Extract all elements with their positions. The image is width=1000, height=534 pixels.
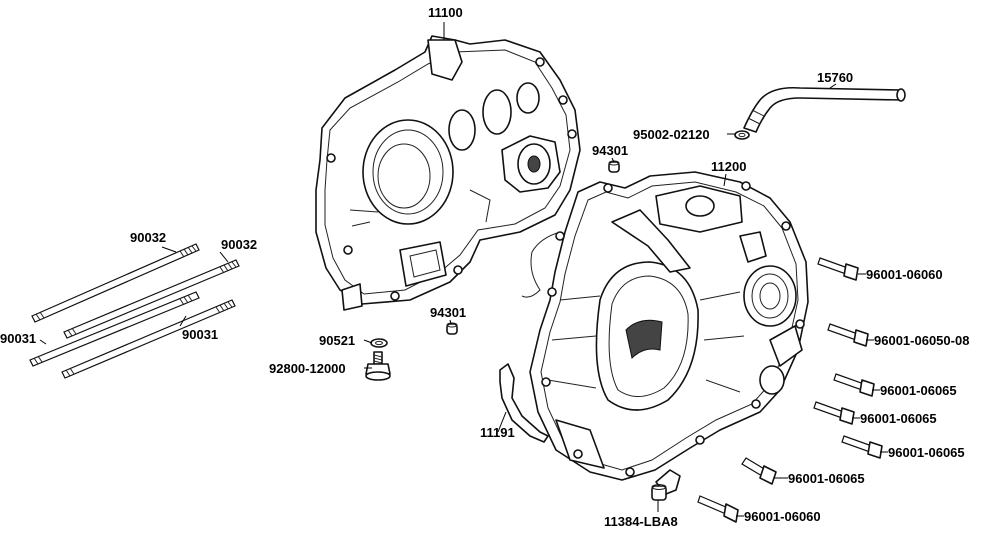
clip-icon (734, 130, 750, 140)
label-15760: 15760 (817, 70, 853, 85)
label-11100: 11100 (428, 5, 463, 20)
stud-bolt-icon (31, 243, 200, 323)
label-11191: 11191 (480, 425, 515, 440)
dowel-pin-icon (446, 322, 458, 335)
label-bolt-4: 96001-06065 (860, 411, 937, 426)
label-94301-upper: 94301 (592, 143, 628, 158)
label-bolt-3: 96001-06065 (880, 383, 957, 398)
breather-hose-icon (743, 86, 906, 133)
cable-guide-icon (651, 469, 681, 501)
label-bolt-2: 96001-06050-08 (874, 333, 969, 348)
flange-bolt-icon (833, 373, 875, 397)
label-90031-right: 90031 (182, 327, 218, 342)
label-11200: 11200 (711, 159, 746, 174)
dowel-pin-icon (608, 160, 620, 173)
drain-plug-icon (365, 351, 391, 381)
label-90521: 90521 (319, 333, 355, 348)
label-95002-02120: 95002-02120 (633, 127, 710, 142)
flange-bolt-icon (817, 257, 859, 281)
flange-bolt-icon (813, 401, 855, 425)
label-90031-left: 90031 (0, 331, 36, 346)
stud-bolt-icon (29, 291, 200, 367)
label-92800-12000: 92800-12000 (269, 361, 346, 376)
label-11384-lba8: 11384-LBA8 (604, 514, 678, 529)
flange-bolt-icon (741, 457, 777, 485)
label-90032-left: 90032 (130, 230, 166, 245)
label-94301-lower: 94301 (430, 305, 466, 320)
label-bolt-1: 96001-06060 (866, 267, 943, 282)
flange-bolt-icon (827, 323, 869, 347)
leader-lines (39, 22, 888, 517)
label-bolt-5: 96001-06065 (888, 445, 965, 460)
label-bolt-6: 96001-06065 (788, 471, 865, 486)
flange-bolt-icon (841, 435, 883, 459)
stud-bolt-icon (63, 259, 240, 339)
flange-bolt-icon (697, 495, 739, 523)
label-90032-right: 90032 (221, 237, 257, 252)
stud-bolt-icon (61, 299, 236, 379)
gasket-icon (499, 363, 549, 443)
washer-icon (370, 338, 388, 348)
crankcase-right-icon (521, 171, 809, 481)
label-bolt-7: 96001-06060 (744, 509, 821, 524)
crankcase-left-icon (315, 35, 581, 311)
